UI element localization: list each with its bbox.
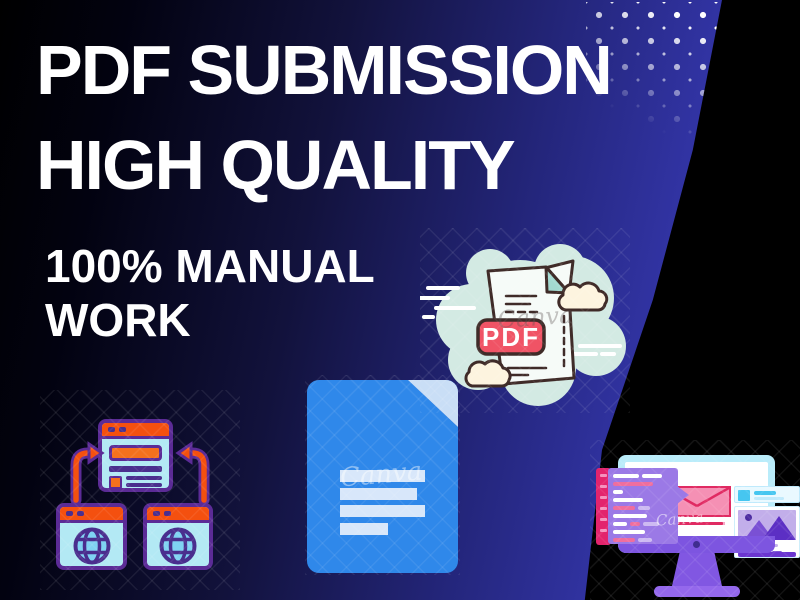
post-card [734,506,800,558]
thumbnail-square [109,476,122,488]
title-line-1: PDF SUBMISSION [36,31,613,109]
window-titlebar [147,507,209,523]
pdf-file-icon: PDF Canva [418,228,630,413]
window-dot [119,427,126,432]
window-titlebar [102,423,169,439]
monitor-base [654,586,740,597]
globe-icon [147,525,209,566]
window-dot [153,511,160,516]
text-line [340,488,417,500]
code-panel [608,468,689,544]
footer-bar [738,552,796,557]
content-banner [109,445,162,461]
globe-icon [60,525,123,566]
text-line [340,470,425,482]
document-body: Canva [307,380,458,573]
text-line [754,497,784,500]
pdf-badge: PDF [476,318,546,356]
pink-tab-strip [596,468,611,545]
monitor-stand [672,553,722,586]
monitor-icon: Canva [590,440,800,600]
speed-lines [418,286,622,356]
power-button [693,541,700,548]
subtitle-line-2: WORK [45,294,191,346]
text-line [109,466,162,472]
window-dot [164,511,171,516]
text-line [340,505,425,517]
thumbnail-square [738,490,750,501]
subtitle-line-1: 100% MANUAL [45,240,375,292]
window-dot [108,427,115,432]
sun-dot [745,514,752,521]
website-submission-diagram [40,390,240,590]
pdf-badge-label: PDF [482,322,540,352]
content-row [109,476,162,488]
text-line [754,491,776,495]
window-dot [66,511,73,516]
curved-arrow-icons [70,441,210,506]
text-line [340,523,388,535]
sidebar-card [734,486,800,503]
browser-window-icon [56,503,127,570]
outlined-clouds [464,281,609,388]
image-placeholder-icon [738,510,796,540]
window-dot [77,511,84,516]
title-line-2: HIGH QUALITY [36,126,516,204]
text-lines [126,476,162,488]
window-titlebar [60,507,123,523]
canva-watermark: Canva [496,301,574,334]
article-lines [663,520,731,558]
browser-window-icon [143,503,213,570]
